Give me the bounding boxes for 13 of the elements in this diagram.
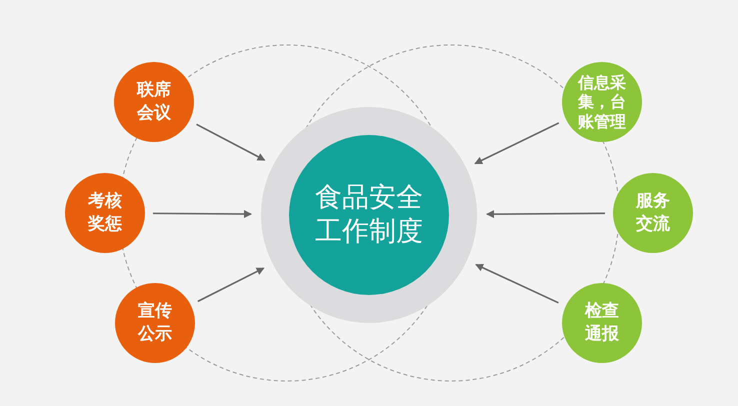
topic-label: 信息采集，台账管理 bbox=[576, 73, 627, 131]
arrow bbox=[475, 264, 559, 304]
topic-label: 联席会议 bbox=[136, 79, 172, 125]
arrow bbox=[196, 124, 266, 161]
arrow bbox=[198, 267, 265, 302]
topic-label: 宣传公示 bbox=[136, 300, 173, 346]
arrow bbox=[486, 210, 605, 218]
topic-label: 检查通报 bbox=[584, 300, 620, 346]
topic-label: 服务交流 bbox=[634, 190, 671, 236]
center-title: 食品安全工作制度 bbox=[314, 181, 424, 249]
arrow bbox=[153, 210, 252, 218]
arrow bbox=[474, 122, 560, 164]
topic-label: 考核奖惩 bbox=[86, 190, 123, 236]
